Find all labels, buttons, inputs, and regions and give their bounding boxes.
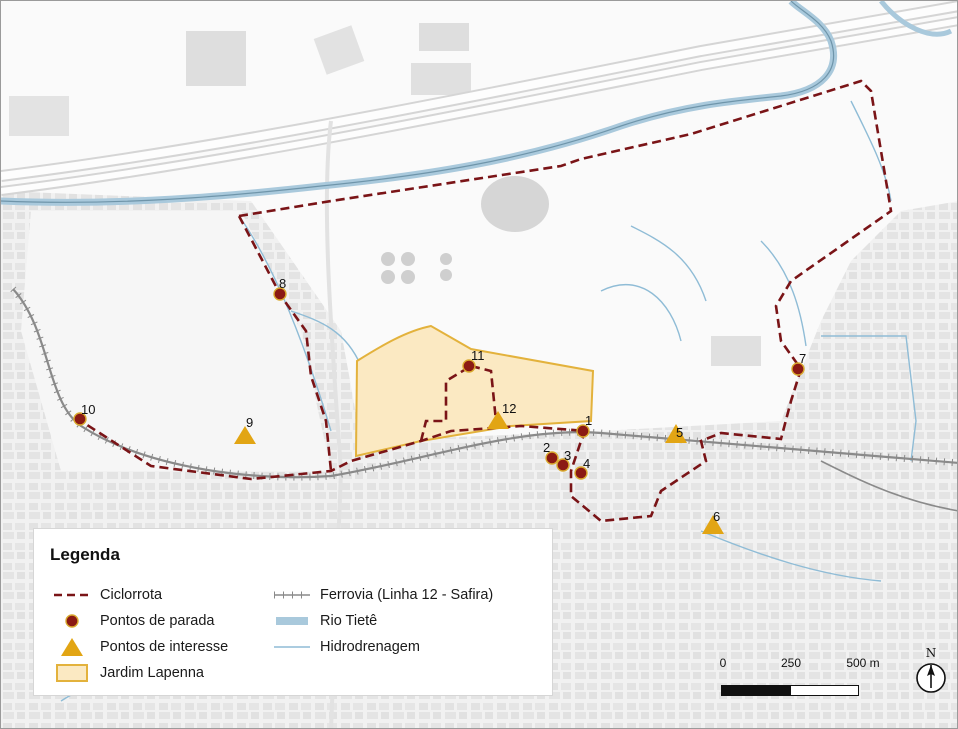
stop-label: 7: [799, 351, 806, 366]
stop-label: 10: [81, 402, 95, 417]
legend-label: Rio Tietê: [320, 613, 378, 629]
legend-item-pontos-interesse: Pontos de interesse: [52, 637, 228, 657]
north-arrow: N: [913, 646, 949, 698]
tank: [401, 270, 415, 284]
reservoir: [481, 176, 549, 232]
legend-item-rio-tiete: Rio Tietê: [272, 611, 377, 631]
stop-label: 11: [471, 348, 485, 363]
ciclorrota-route: [80, 79, 893, 523]
tank: [381, 252, 395, 266]
legend-item-pontos-parada: Pontos de parada: [52, 611, 214, 631]
interest-label: 9: [246, 415, 253, 430]
stop-label: 2: [543, 440, 550, 455]
interest-marker[interactable]: 9: [234, 415, 256, 444]
stop-marker[interactable]: 11: [462, 348, 485, 373]
rio-tiete-bank: [1, 1, 835, 203]
legend-label: Hidrodrenagem: [320, 639, 420, 655]
scale-segment-light: [790, 685, 859, 696]
scale-label-zero: 0: [719, 656, 727, 670]
legend-label: Jardim Lapenna: [100, 665, 204, 681]
stop-marker[interactable]: 7: [791, 351, 806, 376]
tank: [401, 252, 415, 266]
stop-label: 3: [564, 448, 571, 463]
hidrodrenagem-line: [290, 310, 362, 367]
stop-marker[interactable]: 1: [576, 413, 592, 438]
river-swatch: [276, 617, 308, 625]
interest-marker[interactable]: 12: [487, 401, 516, 429]
stop-marker[interactable]: 4: [574, 456, 590, 480]
stop-label: 8: [279, 276, 286, 291]
interest-label: 5: [676, 425, 683, 440]
legend-item-hidrodrenagem: Hidrodrenagem: [272, 637, 420, 657]
legend-label: Pontos de parada: [100, 613, 215, 629]
hidrodrenagem-line: [821, 335, 917, 462]
building: [313, 25, 365, 75]
stop-swatch: [65, 614, 79, 628]
stop-marker[interactable]: 3: [556, 448, 571, 472]
stop-label: 1: [585, 413, 592, 428]
stop-label: 4: [583, 456, 590, 471]
building: [411, 63, 471, 95]
interest-label: 6: [713, 509, 720, 524]
highway: [1, 18, 957, 194]
stop-marker[interactable]: 10: [73, 402, 95, 426]
building: [186, 31, 246, 86]
residential-northwest: [21, 211, 331, 471]
north-label: N: [925, 646, 937, 660]
scale-bar: 0 250 500 m: [719, 656, 880, 701]
scale-segment-dark: [721, 685, 791, 696]
stop-marker[interactable]: 2: [543, 440, 559, 465]
tank: [381, 270, 395, 284]
road: [324, 120, 344, 728]
interest-swatch: [61, 638, 83, 656]
legend-item-ciclorrota: Ciclorrota: [52, 585, 162, 605]
legend-item-jardim-lapenna: Jardim Lapenna: [52, 663, 204, 683]
building: [419, 23, 469, 51]
tank: [440, 253, 452, 265]
stop-marker[interactable]: 8: [273, 276, 287, 301]
tank: [440, 269, 452, 281]
legend: Legenda Ciclorrota Pontos de parada Pont…: [33, 528, 553, 696]
legend-item-ferrovia: Ferrovia (Linha 12 - Safira): [272, 585, 493, 605]
river-tributary: [879, 1, 953, 37]
open-area: [1, 1, 957, 441]
railway-swatch: [274, 591, 310, 599]
hidrodrenagem-line: [600, 284, 682, 342]
hidrodrenagem-line: [850, 100, 892, 202]
interest-label: 12: [502, 401, 516, 416]
scale-label-mid: 250: [780, 656, 802, 670]
building: [9, 96, 69, 136]
railway-branch: [820, 460, 957, 512]
interest-marker[interactable]: 6: [702, 509, 724, 534]
hidrodrenagem-line: [630, 225, 707, 302]
legend-label: Ciclorrota: [100, 587, 163, 603]
highway: [1, 2, 957, 180]
building: [711, 336, 761, 366]
hidrodrenagem-line: [700, 530, 882, 582]
hidrodrenagem-line: [760, 240, 807, 347]
lapenna-swatch: [56, 664, 88, 682]
scale-label-end: 500 m: [846, 656, 880, 670]
legend-label: Pontos de interesse: [100, 639, 229, 655]
drainage-swatch: [274, 646, 310, 648]
legend-label: Ferrovia (Linha 12 - Safira): [320, 587, 494, 603]
north-arrow-icon: [916, 663, 946, 693]
railway-ticks: [10, 286, 957, 481]
interest-marker[interactable]: 5: [665, 424, 687, 443]
legend-title: Legenda: [50, 545, 120, 564]
ciclorrota-swatch: [54, 593, 90, 597]
